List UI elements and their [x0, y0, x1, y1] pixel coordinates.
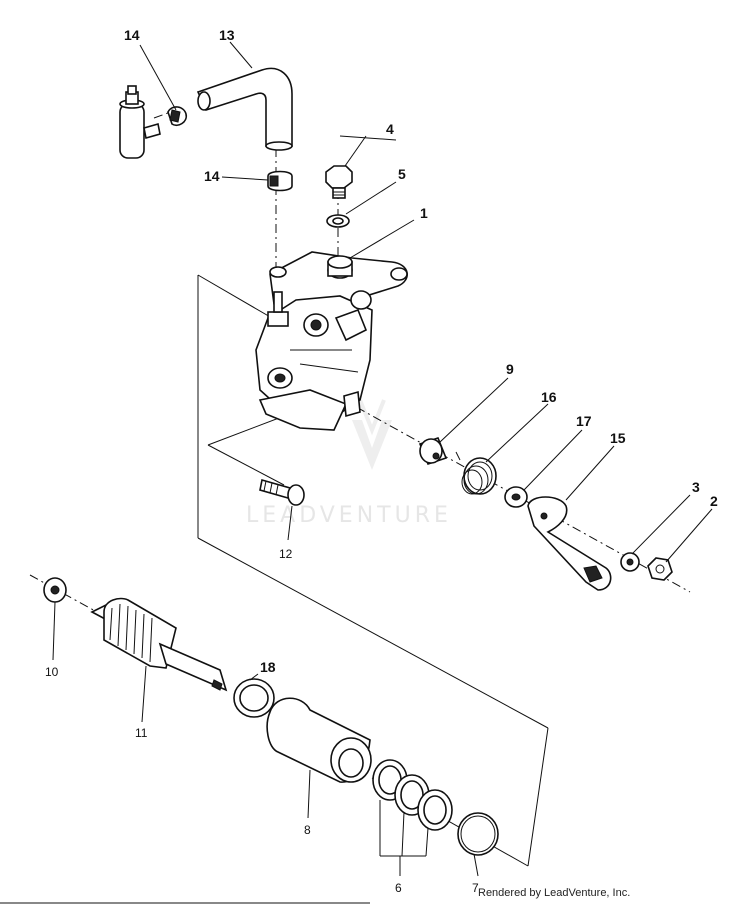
control-lever-15	[527, 496, 612, 591]
o-ring-7	[457, 812, 499, 856]
callout-14-top: 14	[124, 27, 140, 43]
pinion-shaft-11	[90, 597, 228, 692]
callout-11: 11	[135, 726, 148, 740]
nut-2	[647, 557, 673, 581]
callout-18: 18	[260, 659, 276, 675]
callout-10: 10	[45, 665, 59, 679]
callout-6: 6	[395, 881, 402, 895]
sleeve-8	[266, 697, 372, 783]
callout-9: 9	[506, 361, 514, 377]
assembly-outline	[197, 274, 549, 867]
ring-18	[233, 678, 275, 718]
callout-1: 1	[420, 205, 428, 221]
washer-3	[620, 552, 640, 572]
callout-7: 7	[472, 881, 479, 895]
screw-12	[259, 478, 305, 506]
callout-8: 8	[304, 823, 311, 837]
fitting-assembly	[119, 85, 188, 159]
callout-labels: 14 13 4 14 5 1 9 16 17 15 3 2 12 10 18 1…	[45, 27, 718, 895]
spring-16	[455, 451, 497, 495]
oil-pump-body	[255, 251, 408, 431]
banjo-bolt	[325, 165, 353, 199]
callout-2: 2	[710, 493, 718, 509]
callout-14-clamp: 14	[204, 168, 220, 184]
washer-17	[504, 486, 528, 508]
callout-12: 12	[279, 547, 293, 561]
callout-3: 3	[692, 479, 700, 495]
washer-10	[43, 577, 67, 603]
callout-5: 5	[398, 166, 406, 182]
callout-17: 17	[576, 413, 592, 429]
hose-clamp	[267, 170, 293, 192]
callout-13: 13	[219, 27, 235, 43]
washer-5	[326, 214, 350, 228]
callout-4: 4	[386, 121, 394, 137]
hose	[196, 67, 293, 151]
leader-lines	[52, 41, 713, 877]
rendered-by-footer: Rendered by LeadVenture, Inc.	[478, 887, 631, 899]
leadventure-watermark: LEADVENTURE	[246, 399, 452, 528]
watermark-text: LEADVENTURE	[246, 503, 452, 528]
callout-15: 15	[610, 430, 626, 446]
shims-6	[372, 759, 453, 831]
callout-16: 16	[541, 389, 557, 405]
bushing-9	[418, 437, 448, 465]
